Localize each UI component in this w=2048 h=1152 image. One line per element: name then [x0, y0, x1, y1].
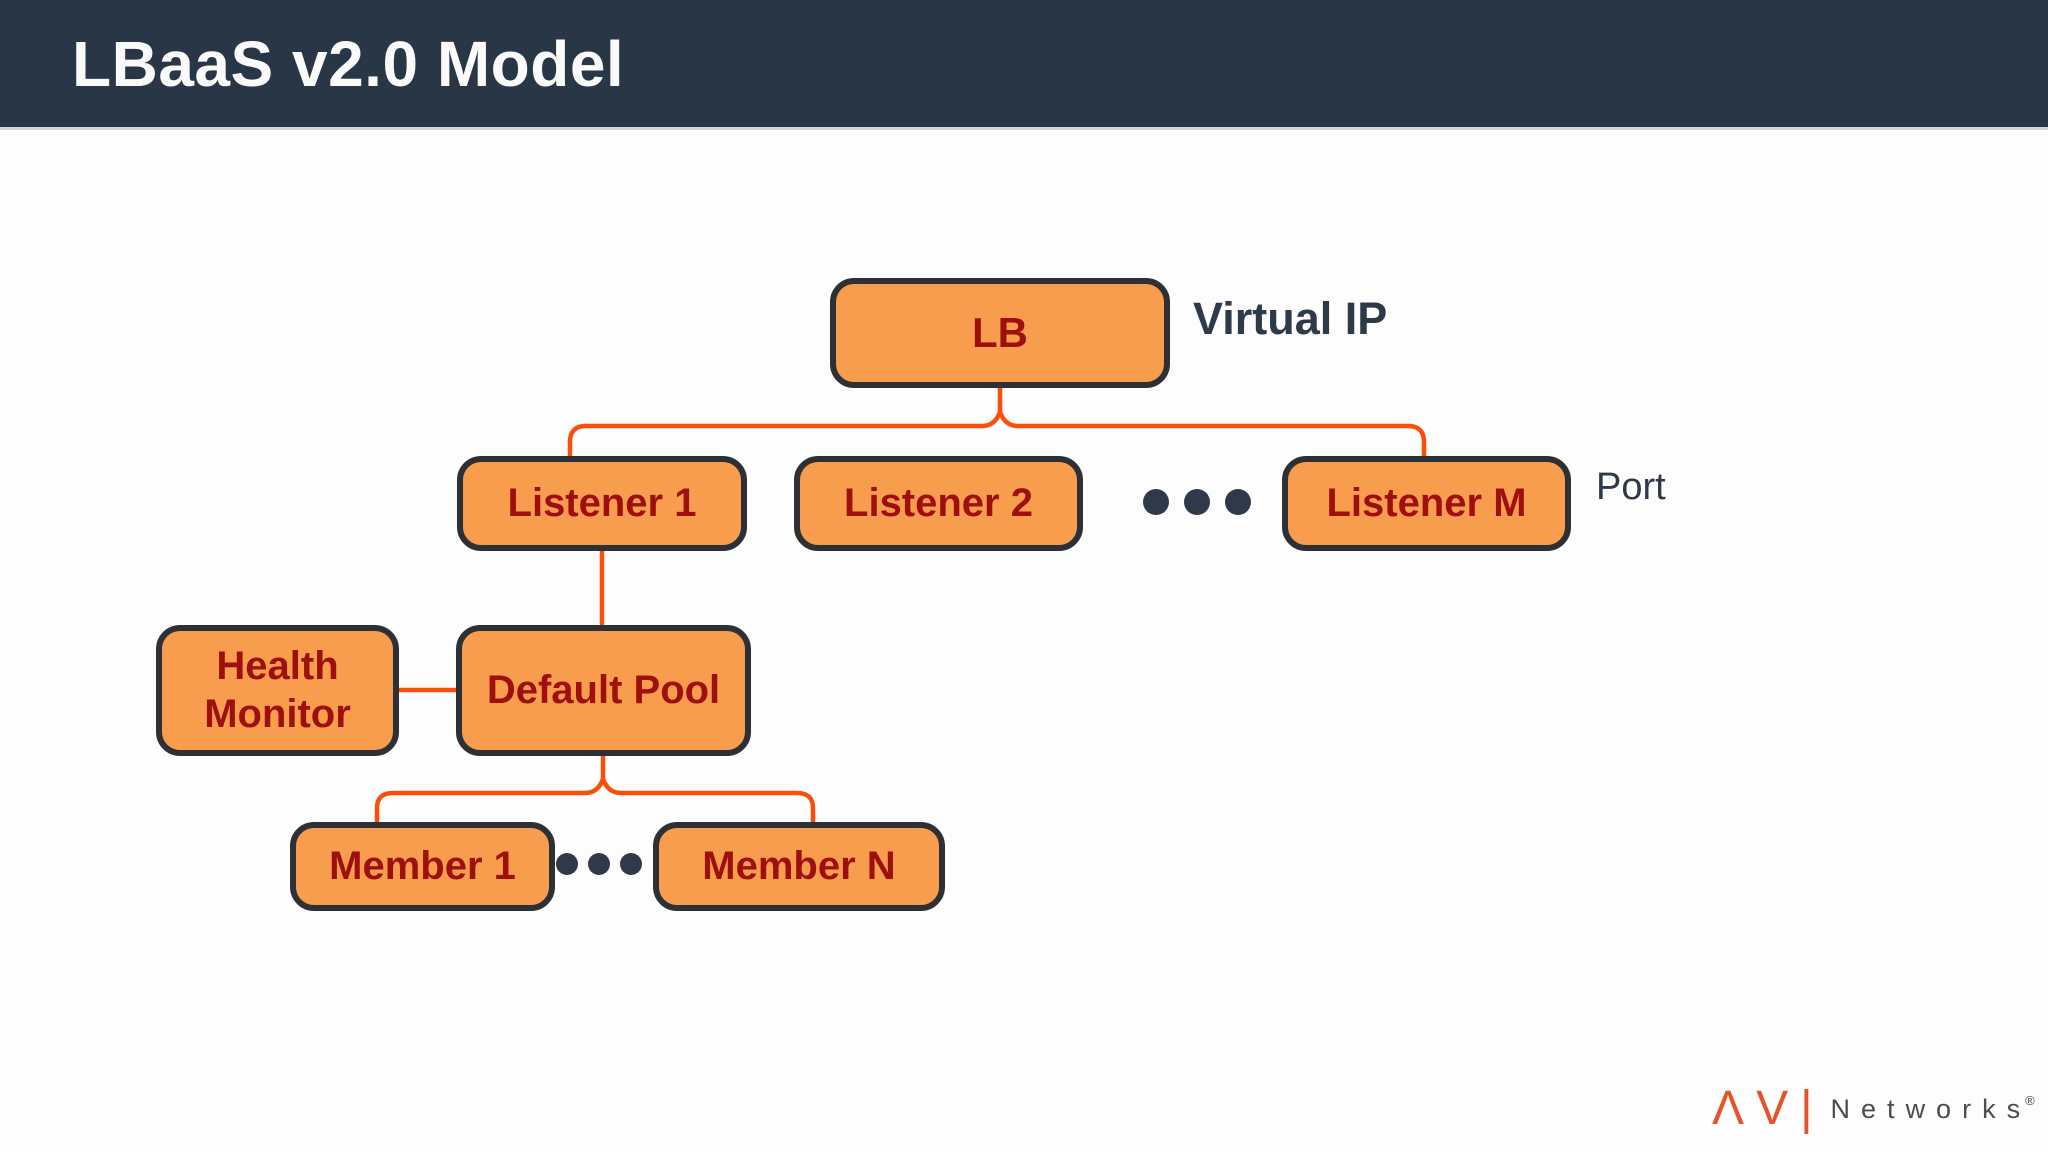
node-member-1: Member 1	[290, 822, 555, 911]
listeners-ellipsis-icon	[1143, 489, 1251, 515]
dot-icon	[1184, 489, 1210, 515]
virtual-ip-label: Virtual IP	[1193, 293, 1388, 344]
node-member-n-label: Member N	[702, 843, 896, 888]
node-listener-2: Listener 2	[794, 456, 1083, 551]
dot-icon	[1225, 489, 1251, 515]
node-lb-label: LB	[972, 309, 1028, 357]
avi-logo-mark-icon: ΛV|	[1712, 1082, 1825, 1135]
connector-pool-to-members	[374, 776, 816, 826]
title-bar: LBaaS v2.0 Model	[0, 0, 2048, 130]
node-member-1-label: Member 1	[329, 843, 516, 888]
node-lb: LB	[830, 278, 1170, 388]
avi-logo-name: Networks	[1830, 1093, 2032, 1124]
dot-icon	[588, 853, 610, 875]
dot-icon	[1143, 489, 1169, 515]
node-listener-m: Listener M	[1282, 456, 1571, 551]
connector-lb-to-listeners	[567, 409, 1427, 461]
dot-icon	[620, 853, 642, 875]
members-ellipsis-icon	[556, 853, 642, 875]
node-listener-1-label: Listener 1	[507, 480, 697, 525]
port-label: Port	[1596, 466, 1666, 508]
node-default-pool: Default Pool	[456, 625, 751, 756]
node-health-monitor: Health Monitor	[156, 625, 399, 756]
diagram-canvas: LB Listener 1 Listener 2 Listener M Virt…	[0, 130, 2048, 1152]
page-title: LBaaS v2.0 Model	[72, 27, 625, 100]
avi-networks-logo: ΛV| Networks ®	[1712, 1082, 2035, 1135]
node-listener-m-label: Listener M	[1326, 480, 1527, 525]
node-member-n: Member N	[653, 822, 945, 911]
node-default-pool-label: Default Pool	[486, 667, 721, 712]
dot-icon	[556, 853, 578, 875]
node-health-monitor-label: Health Monitor	[204, 644, 351, 736]
node-listener-1: Listener 1	[457, 456, 747, 551]
node-listener-2-label: Listener 2	[844, 480, 1033, 525]
registered-trademark-icon: ®	[2025, 1092, 2035, 1108]
